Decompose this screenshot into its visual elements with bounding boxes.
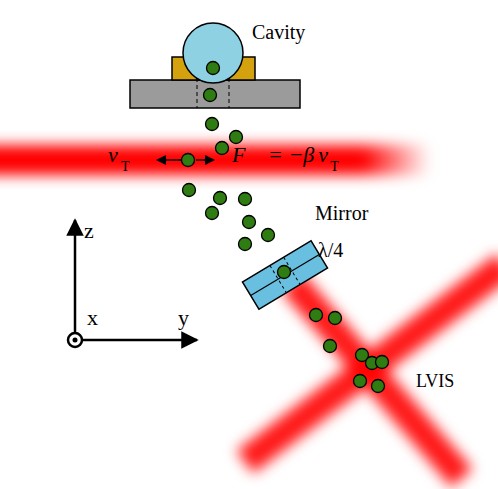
cavity: Cavity [180, 20, 355, 88]
axis-label: x [87, 307, 98, 329]
waveplate-label: λ/4 [318, 240, 343, 260]
force-arrow [196, 159, 214, 161]
axis-label: z [84, 220, 94, 242]
atom [262, 229, 275, 242]
force-equation: F⃗ = −β [232, 144, 314, 166]
atom [207, 62, 220, 75]
atom [356, 349, 369, 362]
atom [310, 309, 323, 322]
x-axis-dot [73, 338, 78, 343]
velocity-subscript: T [330, 160, 339, 174]
mirror: Mirror λ/4 [232, 200, 372, 330]
atom [239, 238, 252, 251]
atom [278, 266, 291, 279]
atom [183, 184, 196, 197]
velocity-subscript: T [121, 160, 130, 174]
z-axis [74, 220, 77, 333]
atom [243, 216, 256, 229]
atom [216, 142, 229, 155]
x-axis [68, 333, 82, 347]
mirror-label: Mirror [315, 203, 368, 223]
y-axis [82, 339, 197, 342]
atom [354, 375, 367, 388]
axis-label: y [178, 307, 189, 329]
atom [372, 380, 385, 393]
atom [239, 193, 252, 206]
atom [214, 192, 227, 205]
velocity-arrow [157, 159, 181, 161]
atom [206, 207, 219, 220]
atom [376, 356, 389, 369]
atom [329, 312, 342, 325]
atom [182, 154, 195, 167]
cooling-beam [0, 145, 430, 175]
atom [230, 131, 243, 144]
atom [204, 89, 217, 102]
cavity-label: Cavity [252, 22, 305, 42]
atom [206, 118, 219, 131]
lvis-beams [245, 265, 498, 478]
atom [366, 357, 379, 370]
atom [324, 340, 337, 353]
base-plate [130, 80, 300, 108]
lvis-label: LVIS [416, 372, 454, 390]
